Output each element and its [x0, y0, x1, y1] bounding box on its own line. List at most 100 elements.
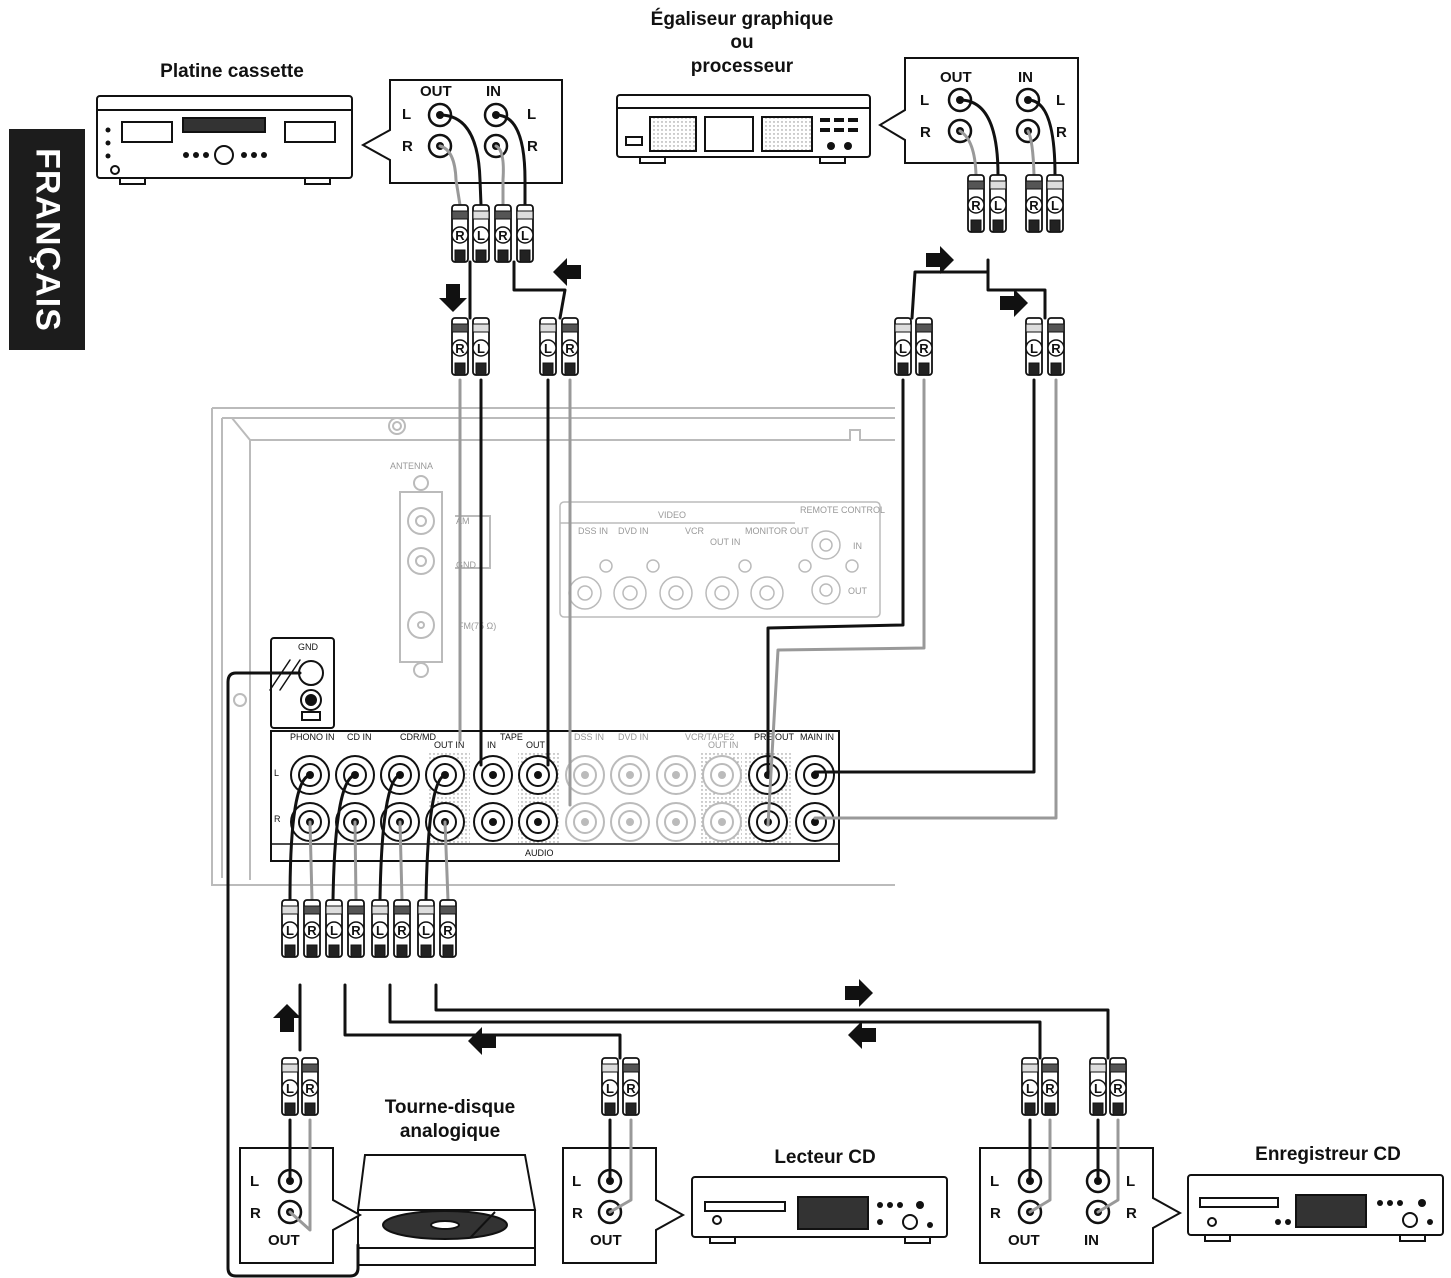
rca-plug-letter: R: [919, 341, 929, 356]
turntable-unit: [356, 1154, 537, 1266]
rca-plug-letter: L: [606, 1081, 614, 1096]
receiver-chassis: [211, 407, 895, 886]
rca-plug-right: R: [561, 317, 579, 376]
gnd-terminal: [270, 637, 335, 729]
equalizer-r-right: R: [1056, 124, 1067, 141]
audio-jacks: [290, 755, 835, 842]
rca-plug-right: R: [303, 899, 321, 958]
rca-plug-letter: L: [544, 341, 552, 356]
arrow-right-cdr: [845, 979, 873, 1007]
audio-jack-ring: [803, 810, 827, 834]
audio-jack-phono: PHONO IN: [290, 732, 335, 742]
equalizer-label-line3: processeur: [691, 56, 794, 77]
arrow-left-cdplayer: [468, 1027, 496, 1055]
audio-jack-ring: [803, 763, 827, 787]
audio-jack-pin: [626, 818, 634, 826]
rca-plug-right: R: [301, 1057, 319, 1116]
audio-jack-pin: [489, 771, 497, 779]
audio-jack-tape: TAPE: [500, 732, 523, 742]
audio-jack-pin: [718, 771, 726, 779]
rca-plug-letter: R: [1113, 1081, 1123, 1096]
equalizer-r-left: R: [920, 124, 931, 141]
rca-plug-left: L: [1025, 317, 1043, 376]
audio-jack-tape-out: OUT: [526, 740, 546, 750]
audio-jack-pin: [626, 771, 634, 779]
audio-label: AUDIO: [525, 848, 554, 858]
rca-plug-letter: L: [422, 923, 430, 938]
rca-plug-letter: R: [498, 228, 508, 243]
cassette-callout: [360, 79, 563, 184]
arrow-left-cdr: [848, 1021, 876, 1049]
rca-plug-right: R: [439, 899, 457, 958]
cassette-l-left: L: [402, 106, 411, 123]
audio-row-l: L: [274, 768, 279, 778]
rca-plug-letter: L: [521, 228, 529, 243]
rca-plug-letter: L: [330, 923, 338, 938]
antenna-gnd-label: GND: [456, 560, 477, 570]
rca-plug-letter: L: [286, 1081, 294, 1096]
video-jack-monitor: MONITOR OUT: [745, 526, 809, 536]
audio-jack-pin: [489, 818, 497, 826]
audio-jack-ring: [481, 763, 505, 787]
cd-player-label: Lecteur CD: [774, 1147, 875, 1168]
rca-plug-letter: R: [305, 1081, 315, 1096]
equalizer-l-left: L: [920, 92, 929, 109]
audio-jack-ring: [526, 763, 550, 787]
cd-recorder-l-left: L: [990, 1173, 999, 1190]
turntable-label-line1: Tourne-disque: [385, 1097, 516, 1118]
cassette-r-left: R: [402, 138, 413, 155]
rca-plug-left: L: [601, 1057, 619, 1116]
equalizer-out-label: OUT: [940, 69, 972, 86]
audio-jack-vcr-outin: OUT IN: [708, 740, 738, 750]
audio-jack-ring: [343, 763, 367, 787]
rca-plug-right: R: [1041, 1057, 1059, 1116]
audio-jack-mainin: MAIN IN: [800, 732, 834, 742]
audio-jack-cdrmd-outin: OUT IN: [434, 740, 464, 750]
cassette-in-label: IN: [486, 83, 501, 100]
remote-label: REMOTE CONTROL: [800, 505, 885, 515]
audio-jack-ring: [710, 810, 734, 834]
remote-out-label: OUT: [848, 586, 868, 596]
rca-plug-left: L: [516, 204, 534, 263]
equalizer-label-line1: Égaliseur graphique: [651, 8, 834, 30]
turntable-l-label: L: [250, 1173, 259, 1190]
audio-jack-ring: [618, 810, 642, 834]
rca-plug-left: L: [472, 204, 490, 263]
audio-jack-pin: [534, 818, 542, 826]
cassette-label: Platine cassette: [160, 61, 304, 82]
video-jack-dvd: DVD IN: [618, 526, 649, 536]
cassette-deck: [96, 95, 353, 185]
audio-jack-dvd: DVD IN: [618, 732, 649, 742]
audio-jack-pin: [811, 818, 819, 826]
rca-plug-left: L: [472, 317, 490, 376]
turntable-label-line2: analogique: [400, 1121, 500, 1142]
cd-recorder-unit: [1187, 1174, 1444, 1242]
audio-jack-ring: [710, 763, 734, 787]
rca-plug-left: L: [325, 899, 343, 958]
arrow-up-turntable: [273, 1004, 301, 1032]
equalizer-in-label: IN: [1018, 69, 1033, 86]
rca-plug-letter: L: [477, 228, 485, 243]
video-header: VIDEO: [658, 510, 686, 520]
rca-plug-letter: R: [307, 923, 317, 938]
rca-plug-letter: L: [1030, 341, 1038, 356]
audio-jack-pin: [581, 818, 589, 826]
audio-jack-tape-in: IN: [487, 740, 496, 750]
cd-player-unit: [691, 1176, 948, 1244]
rca-plug-letter: R: [397, 923, 407, 938]
arrow-down-cassette: [439, 284, 467, 312]
rca-plug-letter: R: [351, 923, 361, 938]
rca-plug-left: L: [1021, 1057, 1039, 1116]
rca-plug-left: L: [1089, 1057, 1107, 1116]
cd-recorder-in-label: IN: [1084, 1232, 1099, 1249]
cassette-out-label: OUT: [420, 83, 452, 100]
rca-plug-letter: L: [286, 923, 294, 938]
arrow-left-cassette: [553, 258, 581, 286]
rca-plug-letter: R: [626, 1081, 636, 1096]
turntable-r-label: R: [250, 1205, 261, 1222]
fm-label: FM(75 Ω): [458, 621, 496, 631]
rca-plug-letter: R: [971, 198, 981, 213]
audio-jack-ring: [664, 810, 688, 834]
